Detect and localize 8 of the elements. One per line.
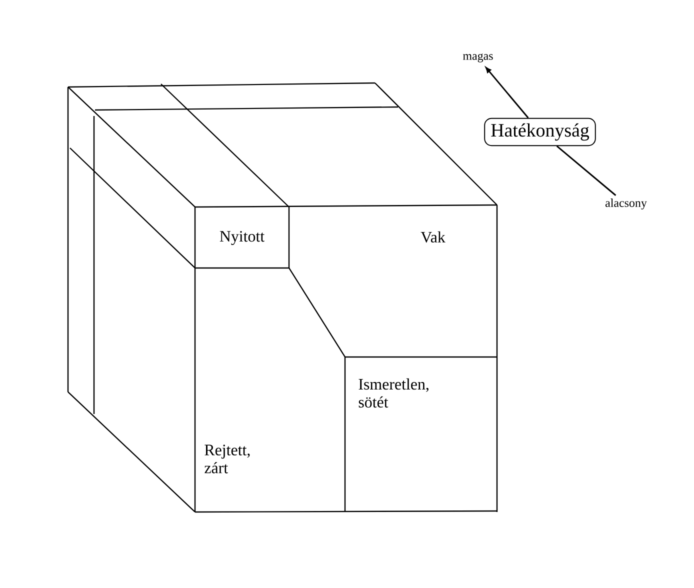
rounded-box: Hatékonyság (484, 118, 596, 146)
axis-label: alacsony (606, 198, 647, 210)
arrow (486, 67, 529, 118)
cell-label: Vak (420, 231, 446, 243)
cell-label: Nyitott (220, 231, 264, 245)
cell-label: Ismeretlen, sötét (358, 378, 428, 408)
axis-label: magas (462, 54, 493, 62)
cell-label: Rejtett, zárt (204, 444, 250, 474)
